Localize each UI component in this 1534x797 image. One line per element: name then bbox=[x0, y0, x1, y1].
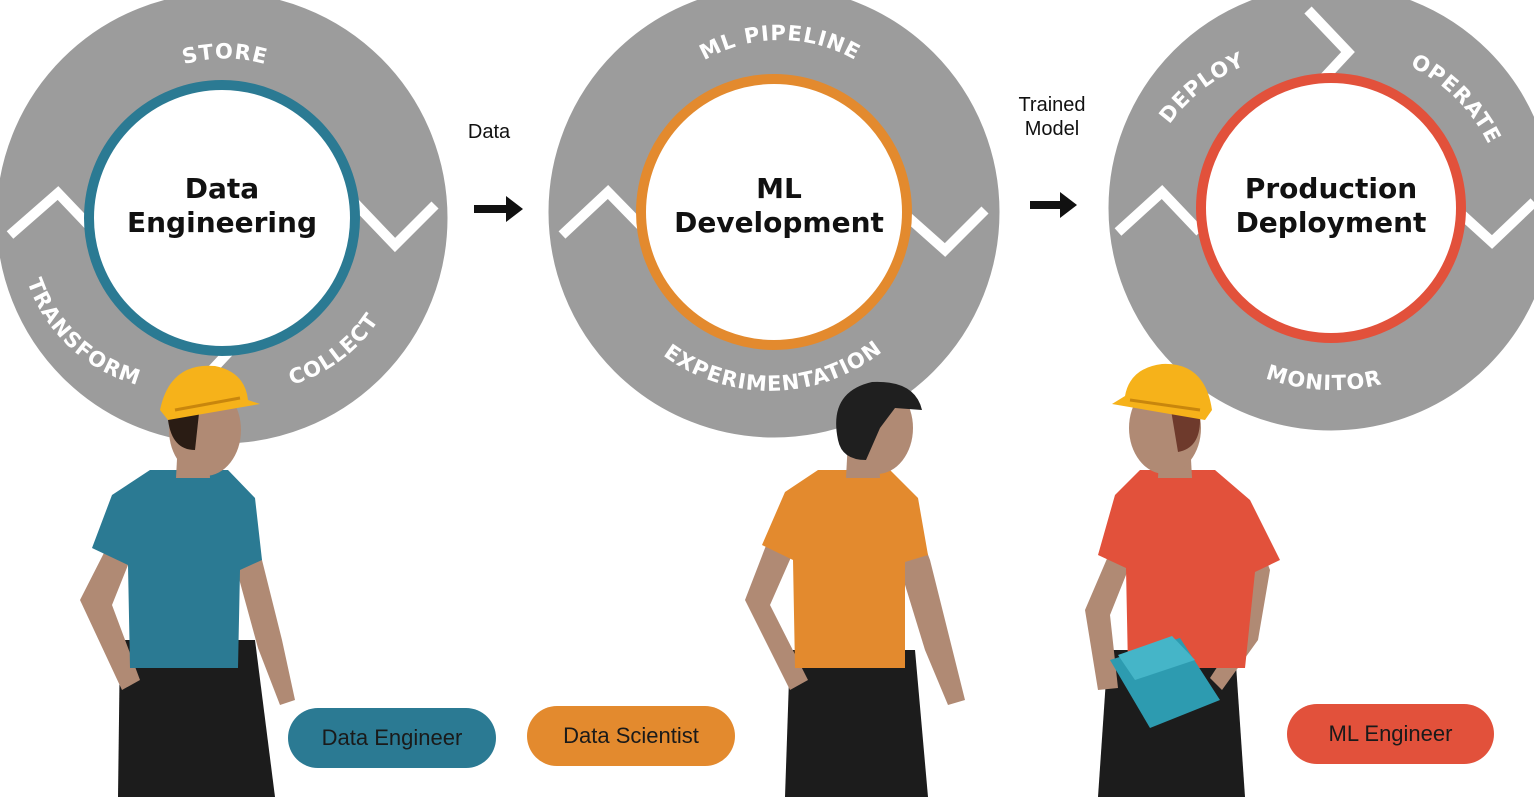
right-arrow-icon bbox=[474, 196, 523, 222]
hair bbox=[836, 381, 922, 460]
hard-hat-icon bbox=[160, 365, 260, 420]
ring-divider bbox=[896, 206, 989, 257]
hat-brim bbox=[174, 396, 241, 412]
hat-brim bbox=[1129, 398, 1201, 412]
data-engineering-cycle: Data Engineering STORE TRANSFORM COLLECT bbox=[0, 0, 448, 444]
stage-title: Data bbox=[185, 172, 259, 205]
role-badge-data-engineer: Data Engineer bbox=[288, 708, 496, 768]
stage-title: Engineering bbox=[127, 206, 317, 239]
ring-divider bbox=[1114, 185, 1204, 236]
ring-divider bbox=[558, 185, 654, 239]
shirt bbox=[92, 470, 262, 668]
role-badge-ml-engineer: ML Engineer bbox=[1287, 704, 1494, 764]
pants bbox=[118, 640, 275, 797]
flow-label: Trained bbox=[1018, 94, 1085, 116]
flow-label: Model bbox=[1025, 118, 1079, 140]
production-deployment-core bbox=[1196, 73, 1466, 343]
hard-hat-icon bbox=[1112, 363, 1212, 420]
folder-flap bbox=[1118, 636, 1195, 680]
stage-title: Production bbox=[1245, 172, 1417, 205]
ml-engineer-figure bbox=[1085, 363, 1280, 797]
left-arm bbox=[80, 545, 140, 690]
stage-title: Development bbox=[674, 206, 884, 239]
ml-development-core bbox=[636, 74, 912, 350]
stage-title: ML bbox=[756, 172, 802, 205]
data-engineer-figure bbox=[80, 365, 295, 797]
data-engineering-core bbox=[84, 80, 360, 356]
role-badge-data-scientist: Data Scientist bbox=[527, 706, 735, 766]
right-arm bbox=[238, 530, 295, 705]
shirt bbox=[762, 470, 928, 668]
left-arm bbox=[1085, 540, 1130, 690]
flow-trained-model: Trained Model bbox=[1018, 94, 1086, 218]
shirt bbox=[1098, 470, 1280, 668]
pants bbox=[785, 650, 928, 797]
left-arm bbox=[745, 530, 808, 690]
production-deployment-cycle: Production Deployment DEPLOY OPERATE MON… bbox=[1108, 0, 1534, 431]
right-arrow-icon bbox=[1030, 192, 1077, 218]
flow-data: Data bbox=[468, 121, 523, 222]
data-scientist-figure bbox=[745, 381, 965, 797]
ml-development-cycle: ML Development ML PIPELINE EXPERIMENTATI… bbox=[548, 0, 1000, 438]
ml-development-ring bbox=[548, 0, 1000, 438]
right-arm bbox=[902, 520, 965, 705]
stage-title: Deployment bbox=[1236, 206, 1427, 239]
ring-divider bbox=[348, 196, 439, 253]
flow-label: Data bbox=[468, 121, 511, 143]
